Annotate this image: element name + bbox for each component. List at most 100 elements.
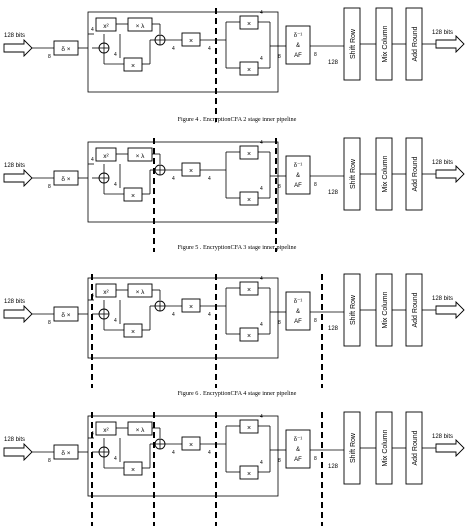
svg-text:8: 8 xyxy=(48,458,51,464)
svg-text:× λ: × λ xyxy=(136,427,146,434)
svg-text:δ ×: δ × xyxy=(61,46,70,53)
svg-text:×: × xyxy=(131,63,135,70)
svg-text:AF: AF xyxy=(294,53,302,59)
svg-text:4: 4 xyxy=(260,414,263,420)
input-arrow xyxy=(3,168,33,188)
svg-text:× λ: × λ xyxy=(136,153,146,160)
upper-output-multiply-block xyxy=(239,419,259,434)
svg-text:8: 8 xyxy=(48,54,51,60)
diagram-3-stage: 128 bits 8 δ × 4 x² × λ × xyxy=(3,134,465,252)
svg-text:8: 8 xyxy=(314,318,317,324)
svg-text:4: 4 xyxy=(260,56,263,62)
svg-text:AF: AF xyxy=(294,183,302,189)
svg-text:×: × xyxy=(247,197,251,204)
svg-text:AF: AF xyxy=(294,319,302,325)
input-label: 128 bits xyxy=(4,299,25,305)
lambda-multiply-block xyxy=(127,147,153,162)
svg-text:x²: x² xyxy=(103,153,109,160)
svg-text:128: 128 xyxy=(328,190,339,196)
inverse-affine-block xyxy=(285,429,311,469)
svg-text:Mix Column: Mix Column xyxy=(382,291,389,328)
svg-text:4: 4 xyxy=(114,456,117,462)
input-arrow xyxy=(3,304,33,324)
lower-output-multiply-block xyxy=(239,61,259,76)
svg-text:δ ×: δ × xyxy=(61,312,70,319)
svg-text:×: × xyxy=(247,471,251,478)
inverse-affine-block xyxy=(285,291,311,331)
sbox-datapath-frame xyxy=(87,11,279,93)
lower-output-multiply-block xyxy=(239,465,259,480)
upper-output-multiply-block xyxy=(239,15,259,30)
svg-text:δ⁻¹: δ⁻¹ xyxy=(294,163,303,169)
svg-text:×: × xyxy=(247,425,251,432)
svg-text:× λ: × λ xyxy=(136,289,146,296)
svg-text:Shift Row: Shift Row xyxy=(350,28,357,59)
svg-text:&: & xyxy=(296,447,300,453)
middle-multiply-block xyxy=(181,32,201,47)
svg-text:4: 4 xyxy=(91,27,94,33)
square-block xyxy=(95,283,117,298)
svg-text:8: 8 xyxy=(314,182,317,188)
svg-text:4: 4 xyxy=(114,182,117,188)
input-label: 128 bits xyxy=(4,437,25,443)
svg-text:4: 4 xyxy=(91,157,94,163)
caption-figure-6: Figure 6 . EncryptionCFA 4 stage inner p… xyxy=(177,390,297,397)
svg-text:δ⁻¹: δ⁻¹ xyxy=(294,437,303,443)
input-label: 128 bits xyxy=(4,33,25,39)
lower-multiply-block xyxy=(123,57,143,72)
svg-text:x²: x² xyxy=(103,427,109,434)
svg-text:Mix Column: Mix Column xyxy=(382,429,389,466)
lower-output-multiply-block xyxy=(239,191,259,206)
caption-figure-5: Figure 5 . EncryptionCFA 3 stage inner p… xyxy=(177,244,297,251)
svg-text:4: 4 xyxy=(172,450,175,456)
svg-text:8: 8 xyxy=(278,184,281,190)
svg-text:Shift Row: Shift Row xyxy=(350,158,357,189)
svg-text:4: 4 xyxy=(172,176,175,182)
output-arrow xyxy=(435,34,465,54)
svg-text:128: 128 xyxy=(328,326,339,332)
svg-text:AF: AF xyxy=(294,457,302,463)
svg-text:×: × xyxy=(247,333,251,340)
svg-text:4: 4 xyxy=(208,46,211,52)
output-arrow xyxy=(435,438,465,458)
svg-text:δ⁻¹: δ⁻¹ xyxy=(294,299,303,305)
svg-text:8: 8 xyxy=(278,54,281,60)
upper-output-multiply-block xyxy=(239,281,259,296)
diagram-4-stage: 128 bits 8 δ × 4 x² × λ × xyxy=(3,270,465,388)
svg-text:4: 4 xyxy=(208,450,211,456)
svg-text:4: 4 xyxy=(208,176,211,182)
svg-text:×: × xyxy=(131,467,135,474)
square-block xyxy=(95,17,117,32)
caption-figure-4: Figure 4 . EncryptionCFA 2 stage inner p… xyxy=(177,116,297,123)
svg-text:8: 8 xyxy=(314,456,317,462)
sbox-datapath-frame xyxy=(87,277,279,359)
svg-text:Mix Column: Mix Column xyxy=(382,25,389,62)
svg-text:δ ×: δ × xyxy=(61,176,70,183)
svg-text:128: 128 xyxy=(328,60,339,66)
svg-text:×: × xyxy=(131,193,135,200)
svg-text:8: 8 xyxy=(48,320,51,326)
svg-text:×: × xyxy=(247,21,251,28)
diagram-2-stage: 128 bits 8 δ × 4 x² × λ × xyxy=(3,4,465,122)
sbox-datapath-frame xyxy=(87,141,279,223)
svg-text:×: × xyxy=(247,67,251,74)
svg-text:8: 8 xyxy=(278,458,281,464)
lower-output-multiply-block xyxy=(239,327,259,342)
svg-text:Mix Column: Mix Column xyxy=(382,155,389,192)
svg-text:Shift Row: Shift Row xyxy=(350,432,357,463)
svg-text:8: 8 xyxy=(314,52,317,58)
svg-text:4: 4 xyxy=(260,140,263,146)
output-label: 128 bits xyxy=(432,296,453,302)
output-label: 128 bits xyxy=(432,30,453,36)
svg-text:4: 4 xyxy=(172,312,175,318)
lower-multiply-block xyxy=(123,323,143,338)
svg-text:δ ×: δ × xyxy=(61,450,70,457)
svg-text:×: × xyxy=(131,329,135,336)
input-arrow xyxy=(3,442,33,462)
lambda-multiply-block xyxy=(127,17,153,32)
svg-text:× λ: × λ xyxy=(136,23,146,30)
inverse-affine-block xyxy=(285,155,311,195)
svg-text:4: 4 xyxy=(114,318,117,324)
svg-text:&: & xyxy=(296,309,300,315)
input-label: 128 bits xyxy=(4,163,25,169)
